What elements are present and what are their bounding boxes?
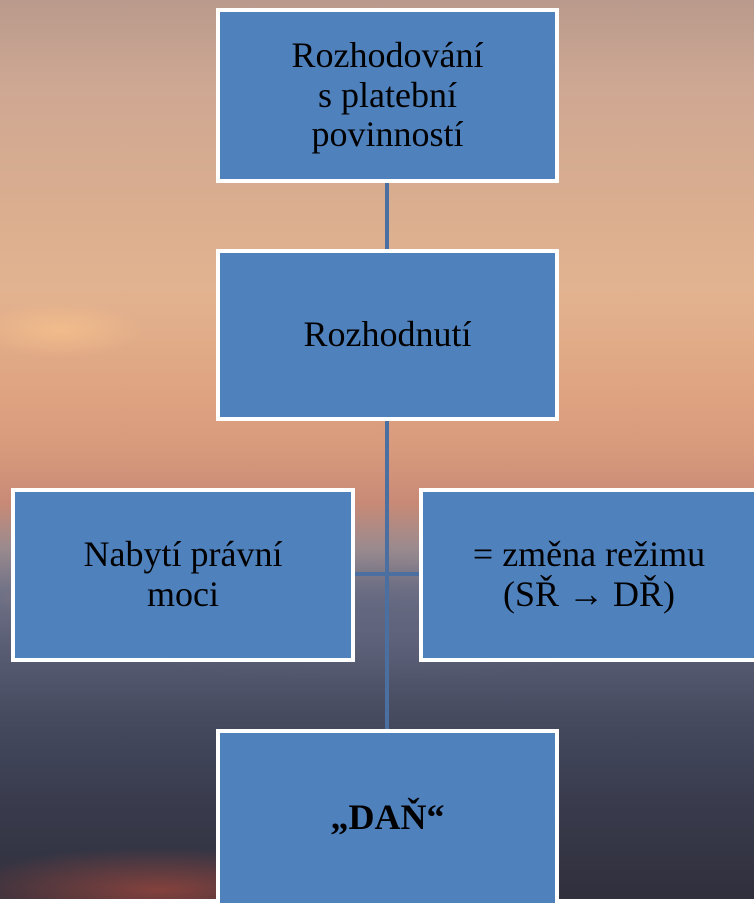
node-tax-label: „DAŇ“: [330, 797, 445, 838]
node-legal-force-label: Nabytí právní moci: [83, 534, 283, 614]
node-regime-change-label: = změna režimu (SŘ → DŘ): [472, 534, 706, 614]
node-regime-change: = změna režimu (SŘ → DŘ): [419, 488, 754, 662]
connector-horizontal-branch: [352, 572, 424, 576]
node-decision: Rozhodnutí: [216, 249, 559, 421]
connector-top-to-decision: [385, 180, 389, 252]
node-decision-process: Rozhodování s platební povinností: [216, 8, 559, 183]
node-legal-force: Nabytí právní moci: [11, 488, 355, 662]
node-tax: „DAŇ“: [216, 729, 559, 907]
node-decision-process-label: Rozhodování s platební povinností: [291, 35, 484, 155]
node-decision-label: Rozhodnutí: [303, 314, 472, 355]
